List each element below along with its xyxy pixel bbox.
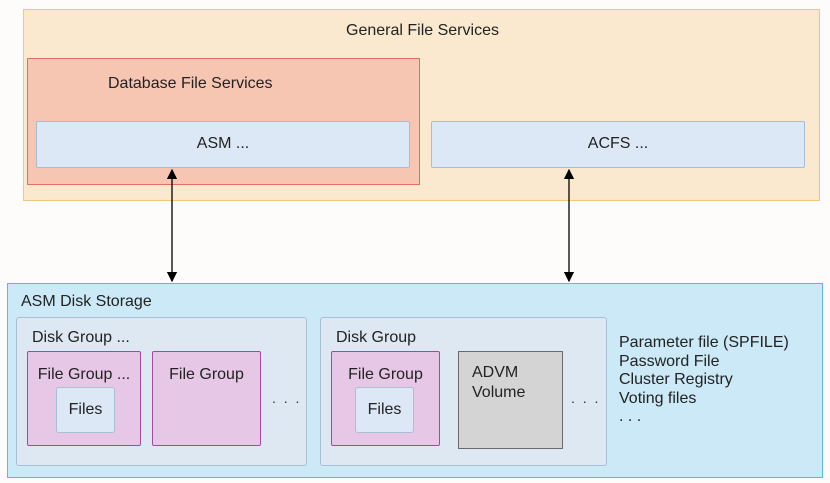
acfs-box: ACFS ... xyxy=(431,121,805,168)
disk-group-title-1: Disk Group ... xyxy=(32,329,130,346)
database-file-services-title: Database File Services xyxy=(108,75,273,92)
file-group-title-1: File Group ... xyxy=(37,366,131,383)
general-file-services-title: General File Services xyxy=(346,22,499,39)
file-group-title-2: File Group xyxy=(169,366,244,383)
files-box-1: Files xyxy=(56,387,115,433)
file-group-title-3: File Group xyxy=(348,366,423,383)
asm-disk-storage-title: ASM Disk Storage xyxy=(21,293,152,310)
stored-file-spfile: Parameter file (SPFILE) xyxy=(619,334,789,351)
files-label-1: Files xyxy=(68,401,103,418)
acfs-label: ACFS ... xyxy=(587,135,649,152)
advm-volume-label: ADVM Volume xyxy=(472,364,526,401)
ellipsis-2: . . . xyxy=(571,390,601,406)
asm-label: ASM ... xyxy=(196,135,250,152)
asm-box: ASM ... xyxy=(36,121,410,168)
files-box-2: Files xyxy=(355,387,414,433)
ellipsis-1: . . . xyxy=(272,390,302,406)
stored-file-more: . . . xyxy=(619,408,642,425)
stored-file-cluster-registry: Cluster Registry xyxy=(619,371,733,388)
advm-volume-box: ADVM Volume xyxy=(458,351,563,449)
file-group-box-2: File Group xyxy=(152,351,261,446)
files-label-2: Files xyxy=(367,401,402,418)
disk-group-title-2: Disk Group xyxy=(336,329,417,346)
stored-file-voting: Voting files xyxy=(619,389,697,407)
stored-files-list: Parameter file (SPFILE) Password File Cl… xyxy=(619,334,789,427)
stored-file-password: Password File xyxy=(619,352,720,370)
